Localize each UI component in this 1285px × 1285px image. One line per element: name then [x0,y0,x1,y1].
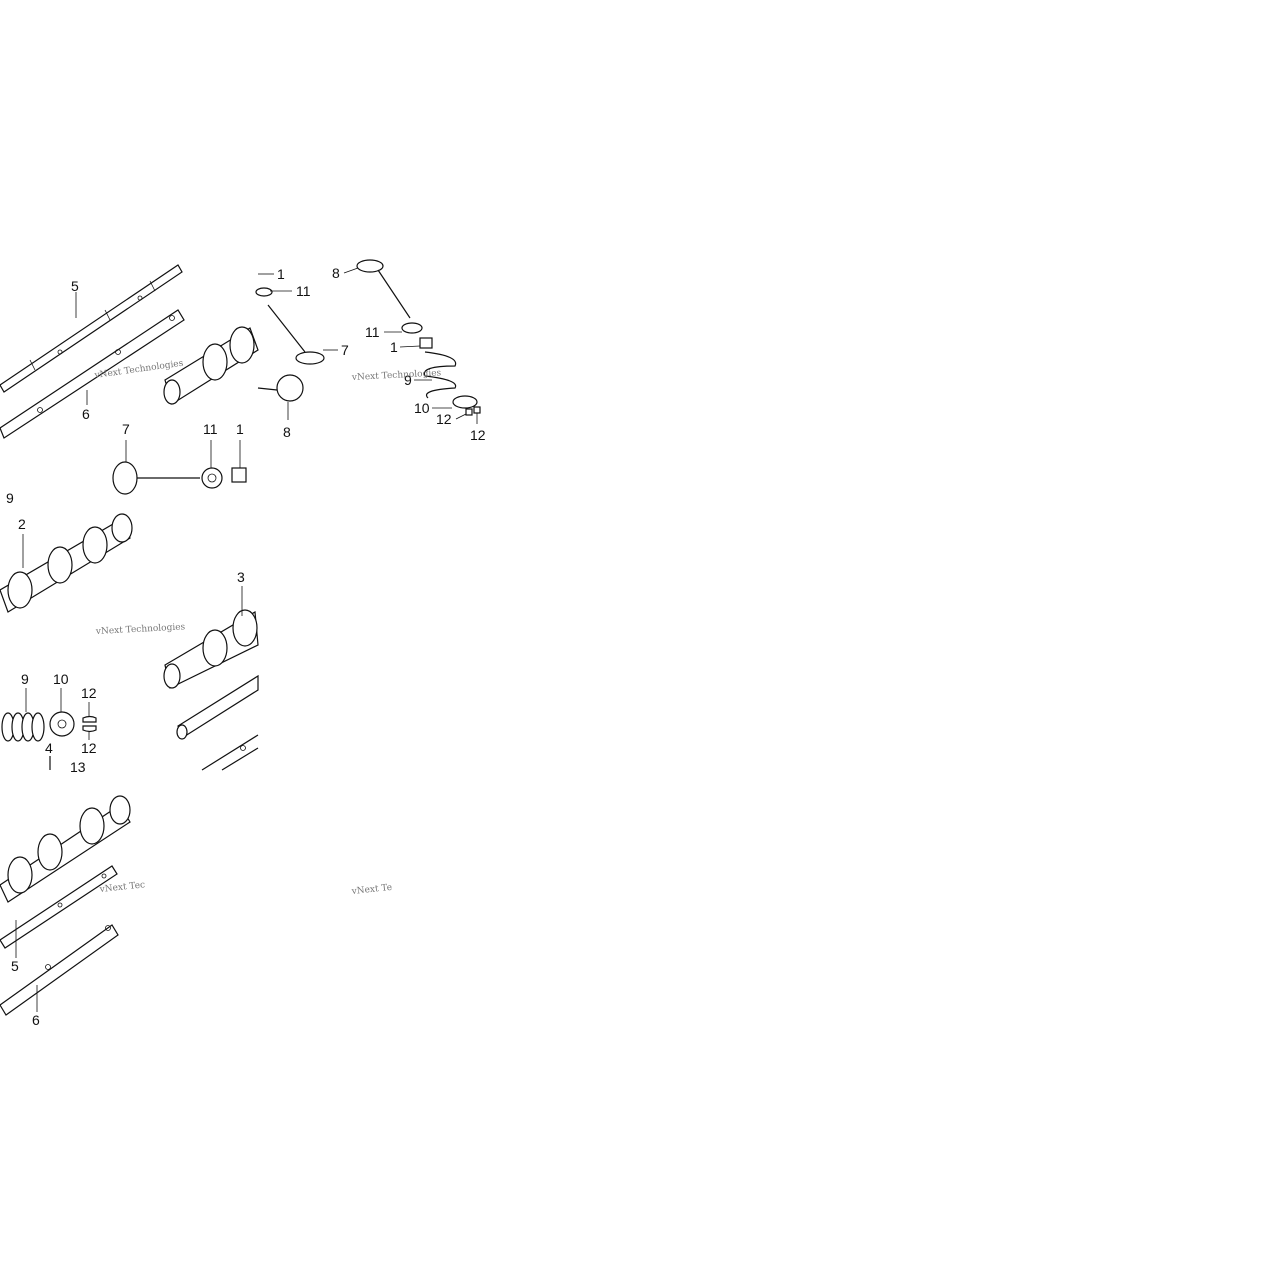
callout-11-top: 11 [296,283,311,299]
callout-10-right: 10 [414,400,430,416]
callout-12-right-a: 12 [436,411,452,427]
valve-upper [255,287,325,365]
callout-1-top: 1 [277,266,285,282]
callout-11-right: 11 [365,324,380,340]
watermark-5: vNext Te [350,883,392,897]
camshaft-piece-top [163,326,259,405]
valve-8-head [257,374,304,402]
valve-spring-assembly-lower [1,711,97,770]
callout-4: 4 [45,740,53,756]
camshaft-lower [0,795,131,903]
callout-6-lower: 6 [32,1012,40,1028]
watermark-4: vNext Tec [98,880,145,895]
callout-1-middle: 1 [236,421,244,437]
callout-8-center: 8 [283,424,291,440]
callout-11-middle: 11 [203,421,218,437]
rocker-shaft-6-lower [0,924,119,1016]
callout-3: 3 [237,569,245,585]
callout-1-right: 1 [390,339,398,355]
callout-5-upper: 5 [71,278,79,294]
valve-spring-assembly-right [356,259,481,416]
watermarks: vNext Technologies vNext Technologies vN… [93,359,442,898]
watermark-2: vNext Technologies [351,368,442,383]
callout-2: 2 [18,516,26,532]
camshaft-3 [163,609,259,689]
callout-12-lower-b: 12 [81,740,97,756]
rocker-shaft-lower [0,309,185,439]
rocker-shaft-5-lower [0,865,118,949]
callout-13: 13 [70,759,86,775]
callout-10-lower: 10 [53,671,69,687]
callout-6-upper: 6 [82,406,90,422]
callout-7-top: 7 [341,342,349,358]
callout-7-middle: 7 [122,421,130,437]
callout-labels: 5 6 1 11 7 8 8 11 1 9 10 12 12 7 11 1 9 … [6,265,486,1028]
callout-9-lower: 9 [21,671,29,687]
leader-lines [15,267,478,1012]
callout-12-lower-a: 12 [81,685,97,701]
camshaft-2 [0,513,133,613]
rocker-shafts-middle [176,674,259,771]
rocker-shaft-upper [0,264,183,393]
callout-12-right-b: 12 [470,427,486,443]
callout-9-left: 9 [6,490,14,506]
callout-8-right: 8 [332,265,340,281]
valve-middle [112,461,247,495]
callout-5-lower: 5 [11,958,19,974]
watermark-3: vNext Technologies [95,622,186,637]
callout-9-right: 9 [404,372,412,388]
